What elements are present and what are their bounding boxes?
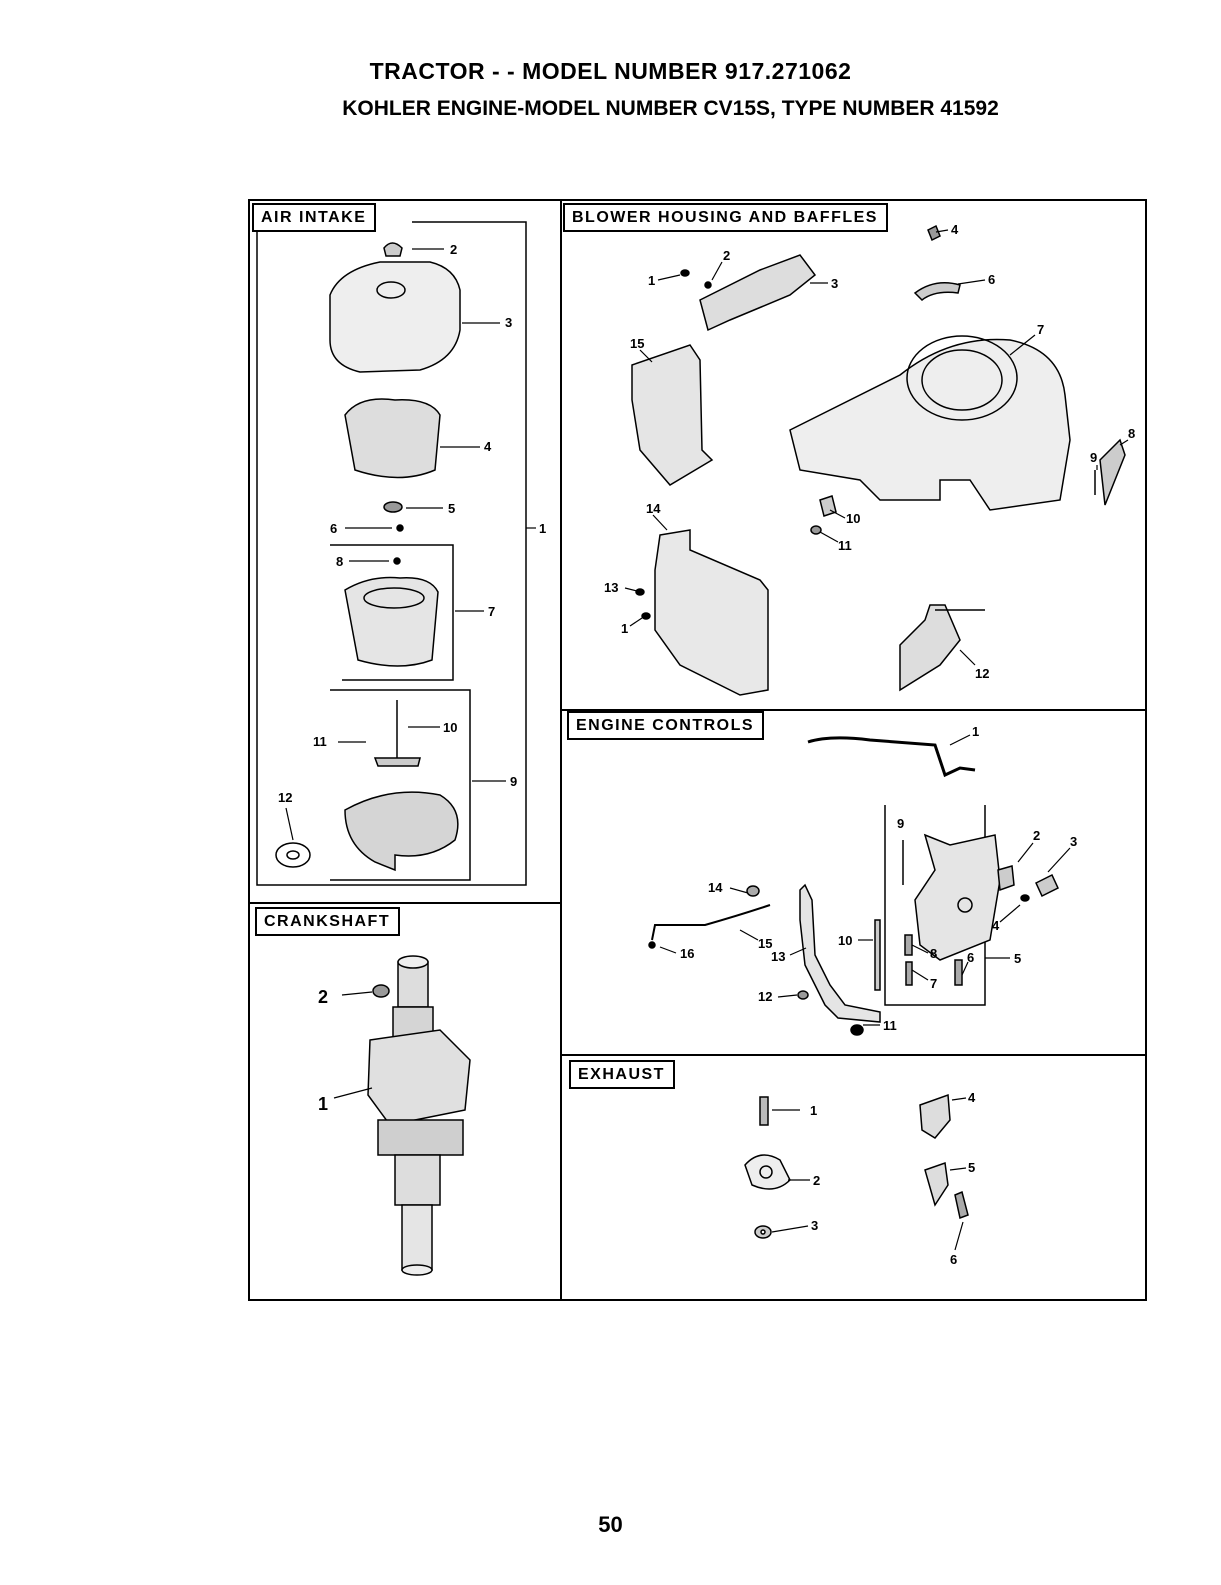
callout: 11 (883, 1018, 897, 1033)
callout: 3 (831, 276, 838, 291)
callout: 5 (968, 1160, 975, 1175)
callout: 1 (539, 521, 546, 536)
callout: 4 (968, 1090, 976, 1105)
callout: 2 (318, 987, 328, 1007)
callout: 13 (604, 580, 618, 595)
callout: 8 (336, 554, 343, 569)
callout: 1 (810, 1103, 817, 1118)
callout: 4 (951, 222, 959, 237)
callout: 11 (838, 538, 852, 553)
callout: 11 (313, 734, 327, 749)
crankshaft-illustration (368, 956, 470, 1275)
callout: 9 (1090, 450, 1097, 465)
page-number: 50 (0, 1512, 1221, 1538)
callout: 3 (505, 315, 512, 330)
callout: 12 (758, 989, 772, 1004)
callout: 3 (1070, 834, 1077, 849)
callout: 4 (484, 439, 492, 454)
section-label-exhaust: EXHAUST (569, 1060, 675, 1089)
callout: 2 (723, 248, 730, 263)
callout: 5 (448, 501, 455, 516)
callout: 10 (846, 511, 860, 526)
callout: 7 (930, 976, 937, 991)
callout: 14 (708, 880, 723, 895)
section-label-blower-housing: BLOWER HOUSING AND BAFFLES (563, 203, 888, 232)
callout: 7 (488, 604, 495, 619)
callout: 1 (621, 621, 628, 636)
callout: 3 (811, 1218, 818, 1233)
callout: 6 (988, 272, 995, 287)
exhaust-callouts: 1 4 2 5 3 6 (810, 1090, 976, 1267)
section-label-engine-controls: ENGINE CONTROLS (567, 711, 764, 740)
callout: 9 (897, 816, 904, 831)
callout: 12 (278, 790, 292, 805)
callout: 9 (510, 774, 517, 789)
callout: 1 (648, 273, 655, 288)
callout: 12 (975, 666, 989, 681)
section-label-air-intake: AIR INTAKE (252, 203, 376, 232)
callout: 6 (950, 1252, 957, 1267)
callout: 8 (930, 946, 937, 961)
callout: 2 (813, 1173, 820, 1188)
crankshaft-callouts: 2 1 (318, 987, 328, 1114)
blower-illustration (632, 226, 1125, 695)
callout: 10 (443, 720, 457, 735)
callout: 6 (330, 521, 337, 536)
callout: 2 (450, 242, 457, 257)
callout: 8 (1128, 426, 1135, 441)
callout: 13 (771, 949, 785, 964)
callout: 10 (838, 933, 852, 948)
callout: 2 (1033, 828, 1040, 843)
air-intake-illustration (257, 222, 526, 885)
exhaust-illustration (745, 1095, 968, 1238)
callout: 14 (646, 501, 661, 516)
callout: 5 (1014, 951, 1021, 966)
callout: 6 (967, 950, 974, 965)
callout: 15 (630, 336, 644, 351)
callout: 4 (992, 918, 1000, 933)
callout: 1 (318, 1094, 328, 1114)
crankshaft-leaders (334, 992, 372, 1098)
callout: 7 (1037, 322, 1044, 337)
callout: 1 (972, 724, 979, 739)
section-label-crankshaft: CRANKSHAFT (255, 907, 400, 936)
callout: 16 (680, 946, 694, 961)
